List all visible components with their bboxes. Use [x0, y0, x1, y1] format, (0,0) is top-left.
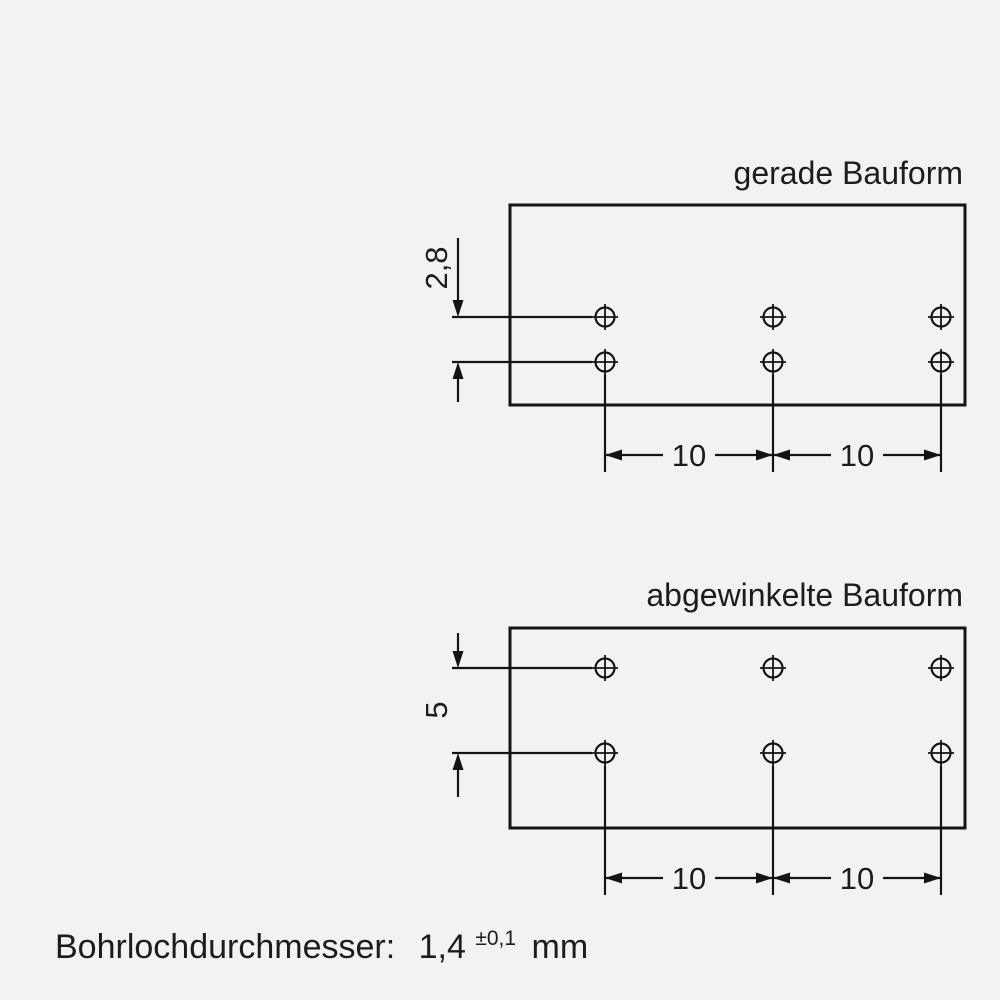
straight-horizontal-dimensions: 10 10	[603, 375, 943, 473]
caption-tolerance: ±0,1	[475, 927, 516, 950]
dim-label-10-left: 10	[672, 438, 706, 473]
straight-form-outline	[508, 203, 967, 407]
dim-label-vertical: 5	[419, 701, 454, 718]
angled-form-outline	[508, 626, 967, 830]
angled-form-title: abgewinkelte Bauform	[646, 577, 963, 613]
straight-form-title: gerade Bauform	[734, 155, 963, 191]
straight-vertical-dimension: 2,8	[419, 238, 464, 402]
dim-label-10-right: 10	[840, 438, 874, 473]
angled-horizontal-dimensions: 10 10	[603, 766, 943, 896]
caption-label: Bohrlochdurchmesser:	[55, 928, 395, 966]
angled-form-diagram: abgewinkelte Bauform 5	[419, 577, 967, 896]
dim-label-vertical: 2,8	[419, 246, 454, 289]
dim-label-10-left: 10	[672, 861, 706, 896]
dim-label-10-right: 10	[840, 861, 874, 896]
caption-value: 1,4	[419, 928, 466, 966]
angled-vertical-dimension: 5	[419, 633, 464, 797]
drill-hole-diameter-caption: Bohrlochdurchmesser: 1,4 ±0,1 mm	[55, 915, 588, 966]
caption-unit: mm	[532, 928, 589, 966]
straight-form-diagram: gerade Bauform 2,8	[419, 155, 967, 473]
